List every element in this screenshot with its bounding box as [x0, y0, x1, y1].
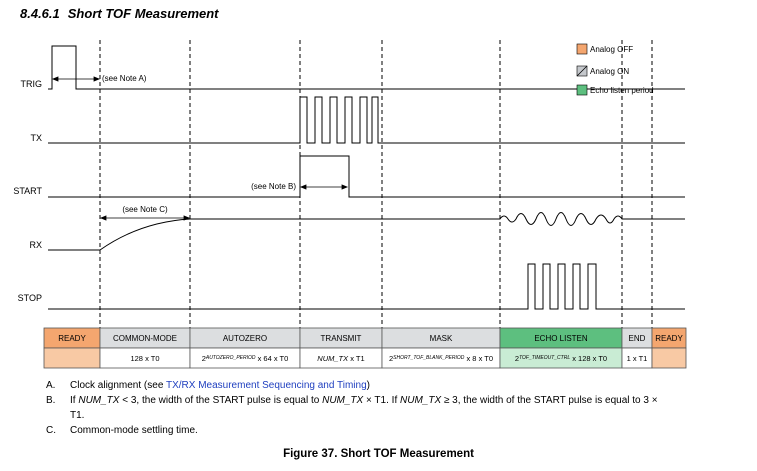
timing-diagram: TRIG TX START RX STOP (see Note A) (see …: [13, 40, 687, 369]
stop-waveform: [48, 263, 685, 310]
note-b: B. If NUM_TX < 3, the width of the START…: [46, 393, 666, 423]
signal-label-rx: RX: [29, 240, 42, 250]
arrowhead-right: [341, 184, 349, 190]
legend-hatch: [576, 65, 588, 77]
legend-label-echo-listen: Echo listen period: [590, 86, 654, 95]
legend-swatch-echo-listen: [576, 84, 588, 96]
section-number: 8.4.6.1: [20, 6, 60, 21]
phase-label-mask: MASK: [430, 334, 453, 343]
duration-common-mode: 128 x T0: [130, 354, 159, 363]
legend-swatch-analog-off: [576, 43, 588, 55]
signal-label-stop: STOP: [18, 293, 42, 303]
notes-list: A. Clock alignment (see TX/RX Measuremen…: [46, 378, 666, 438]
duration-end: 1 x T1: [627, 354, 648, 363]
duration-transmit: NUM_TX x T1: [317, 354, 364, 363]
note-b-label: (see Note B): [251, 182, 296, 191]
duration-cell-ready: [651, 347, 687, 369]
tx-waveform: [48, 96, 685, 144]
arrowhead-left: [99, 215, 107, 221]
arrowhead-right: [183, 215, 191, 221]
note-text: If NUM_TX < 3, the width of the START pu…: [70, 395, 658, 421]
phase-label-transmit: TRANSMIT: [321, 334, 362, 343]
signal-label-start: START: [13, 186, 42, 196]
phase-label-ready: READY: [58, 334, 86, 343]
duration-mask: 2SHORT_TOF_BLANK_PERIOD x 8 x T0: [389, 354, 493, 363]
arrowhead-left: [51, 76, 59, 82]
timing-link[interactable]: TX/RX Measurement Sequencing and Timing: [165, 380, 367, 391]
section-heading: 8.4.6.1 Short TOF Measurement: [20, 6, 219, 21]
arrowhead-left: [299, 184, 307, 190]
note-a-label: (see Note A): [102, 74, 147, 83]
phase-label-ready: READY: [655, 334, 683, 343]
phase-label-end: END: [629, 334, 646, 343]
signal-label-trig: TRIG: [21, 79, 43, 89]
legend-label-analog-on: Analog ON: [590, 67, 629, 76]
phase-label-autozero: AUTOZERO: [223, 334, 267, 343]
signal-label-tx: TX: [30, 133, 42, 143]
figure-caption: Figure 37. Short TOF Measurement: [283, 448, 474, 460]
trig-waveform: [48, 45, 685, 90]
phase-label-common-mode: COMMON-MODE: [113, 334, 177, 343]
note-letter: C.: [46, 425, 56, 436]
duration-autozero: 2AUTOZERO_PERIOD x 64 x T0: [202, 354, 289, 363]
phase-label-echo-listen: ECHO LISTEN: [534, 334, 588, 343]
start-waveform: [48, 155, 685, 198]
duration-echo-listen: 2TOF_TIMEOUT_CTRL x 128 x T0: [515, 354, 607, 363]
note-c-label: (see Note C): [122, 205, 168, 214]
rx-waveform: [48, 212, 685, 251]
arrowhead-right: [93, 76, 101, 82]
phase-boundaries: [99, 40, 653, 328]
note-letter: B.: [46, 395, 56, 406]
legend-label-analog-off: Analog OFF: [590, 45, 633, 54]
phase-bar: [43, 327, 687, 369]
legend: Analog OFF Analog ON Echo listen period: [576, 43, 654, 96]
section-title: Short TOF Measurement: [67, 6, 219, 21]
note-text: Clock alignment (see TX/RX Measurement S…: [70, 380, 370, 391]
note-text: Common-mode settling time.: [70, 425, 198, 436]
note-letter: A.: [46, 380, 56, 391]
duration-cell-ready: [43, 347, 101, 369]
note-a: A. Clock alignment (see TX/RX Measuremen…: [46, 378, 666, 393]
note-c: C. Common-mode settling time.: [46, 423, 666, 438]
